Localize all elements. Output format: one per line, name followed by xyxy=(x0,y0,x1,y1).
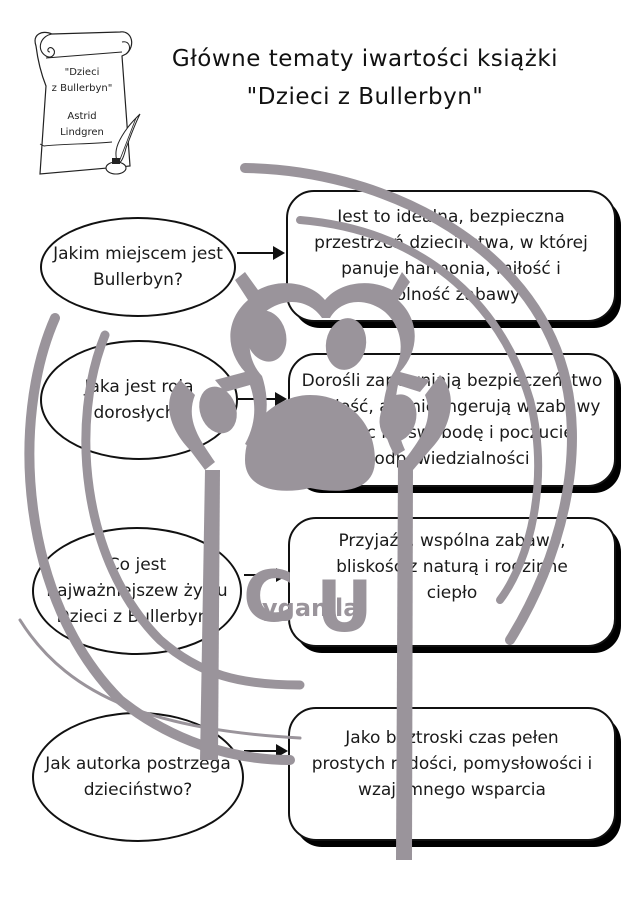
scroll-text-line3: Astrid xyxy=(67,111,97,122)
answer-box-2: Dorośli zapewniają bezpieczeństwo i miło… xyxy=(288,353,616,487)
question-ellipse-1: Jakim miejscem jest Bullerbyn? xyxy=(40,217,236,317)
question-ellipse-4: Jak autorka postrzega dzieciństwo? xyxy=(32,712,244,842)
question-ellipse-3: Co jest najważniejszew życiu Dzieci z Bu… xyxy=(32,527,242,655)
scroll-text-line2: z Bullerbyn" xyxy=(51,83,113,94)
arrow-icon-2 xyxy=(238,392,287,406)
question-ellipse-2: Jaka jest rola dorosłych? xyxy=(40,340,238,460)
answer-box-1: Jest to idealna, bezpieczna przestrzeń d… xyxy=(286,190,616,322)
page-title-line1: Główne tematy iwartości książki xyxy=(171,46,559,72)
scroll-text-line4: Lindgren xyxy=(60,127,104,138)
answer-text-4: Jako beztroski czas pełen prostych radoś… xyxy=(311,728,593,800)
scroll-illustration: "Dzieci z Bullerbyn" Astrid Lindgren xyxy=(22,26,150,176)
watermark-text-2: la xyxy=(335,594,360,622)
question-text-1: Jakim miejscem jest Bullerbyn? xyxy=(53,244,223,290)
watermark-letter-u: U xyxy=(316,566,373,648)
scroll-icon xyxy=(34,31,141,175)
question-text-3: Co jest najważniejszew życiu Dzieci z Bu… xyxy=(46,555,228,627)
arrow-icon-4 xyxy=(244,744,288,758)
question-text-2: Jaka jest rola dorosłych? xyxy=(84,377,194,423)
answer-text-1: Jest to idealna, bezpieczna przestrzeń d… xyxy=(314,207,588,305)
page-title-line2: "Dzieci z Bullerbyn" xyxy=(246,84,484,110)
arrow-icon-1 xyxy=(237,246,285,260)
scroll-text-line1: "Dzieci xyxy=(64,67,100,78)
watermark-letter-c: C xyxy=(243,556,295,638)
question-text-4: Jak autorka postrzega dzieciństwo? xyxy=(45,754,231,800)
answer-text-2: Dorośli zapewniają bezpieczeństwo i miło… xyxy=(301,371,603,469)
answer-box-4: Jako beztroski czas pełen prostych radoś… xyxy=(288,707,616,841)
watermark-text-1: ygan xyxy=(262,594,329,622)
